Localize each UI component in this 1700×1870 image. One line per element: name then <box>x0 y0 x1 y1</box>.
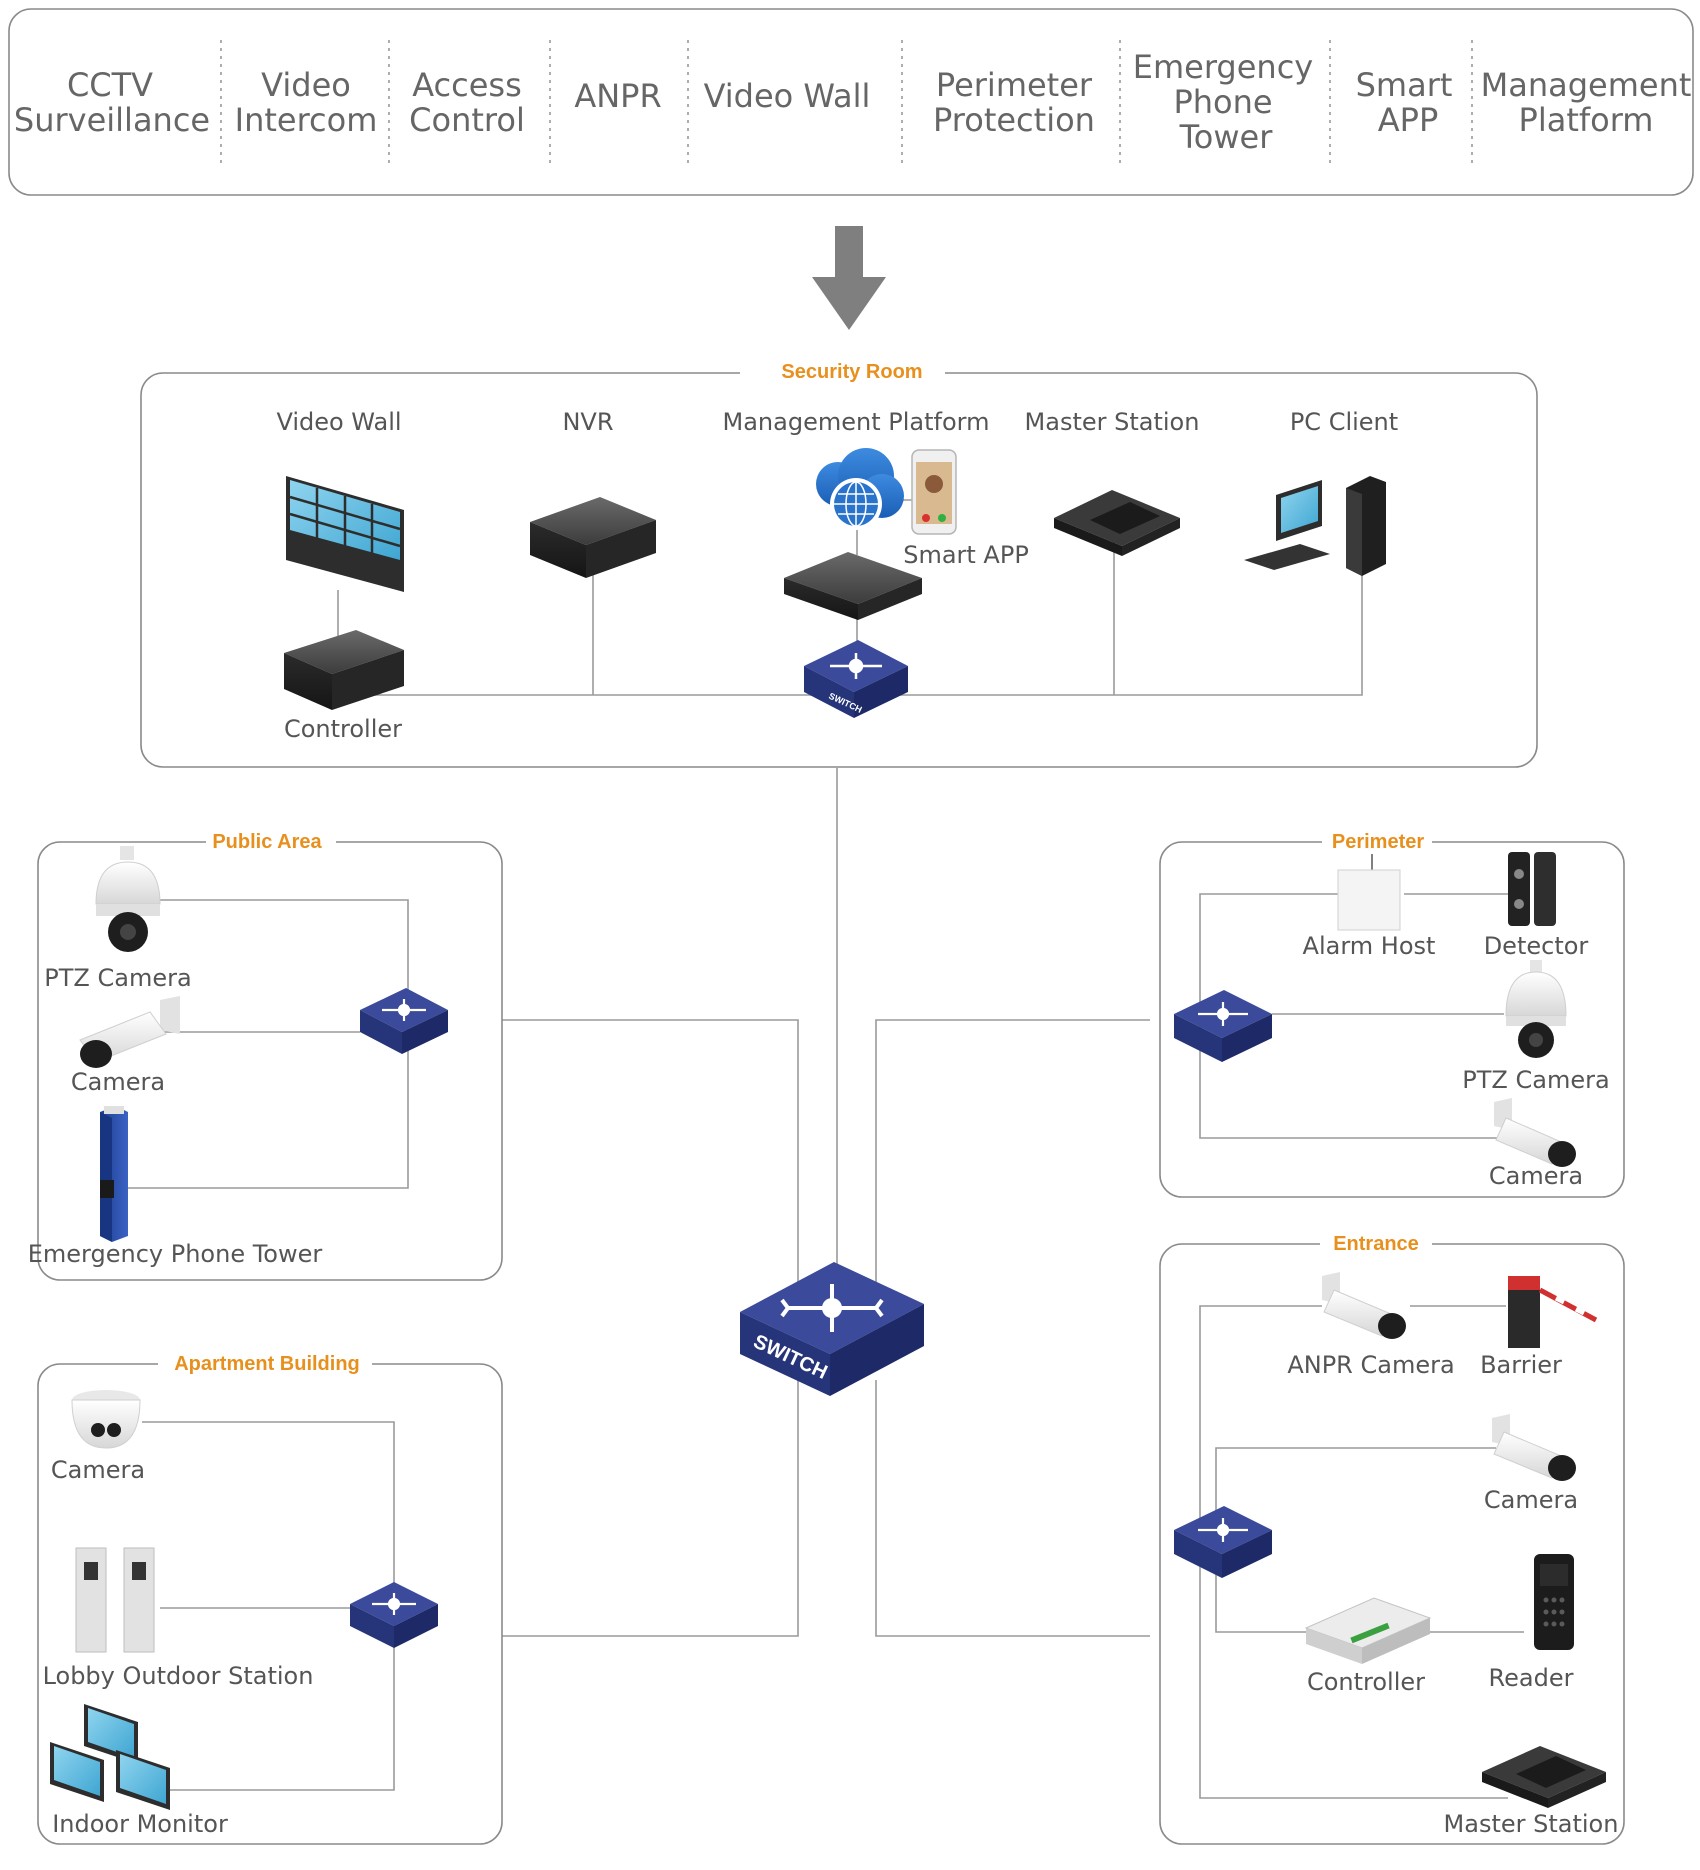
security-room-zone: Security Room Video Wall NVR Management … <box>140 360 1538 768</box>
label-master-station: Master Station <box>1025 408 1200 436</box>
label-camera: Camera <box>71 1068 165 1096</box>
label-lobby-outdoor-station: Lobby Outdoor Station <box>43 1662 314 1690</box>
emergency-phone-tower-icon <box>100 1106 128 1242</box>
wire-perimeter-to-core <box>875 1019 1150 1290</box>
header-item-anpr: ANPR <box>574 77 661 115</box>
zone-title-security-room: Security Room <box>781 361 922 383</box>
label-alarm-host: Alarm Host <box>1303 932 1436 960</box>
label-controller: Controller <box>284 715 402 743</box>
cloud-icon <box>816 448 904 530</box>
apartment-building-zone: Apartment Building Camera Lobby Outdoor … <box>37 1352 503 1845</box>
pc-client-icon <box>1244 476 1386 576</box>
switch-apartment-icon <box>350 1582 438 1648</box>
switch-public-area-icon <box>360 988 448 1054</box>
label-management-platform: Management Platform <box>723 408 990 436</box>
core-switch-icon: SWITCH <box>740 1262 924 1396</box>
card-reader-icon <box>1534 1554 1574 1650</box>
label-camera: Camera <box>1489 1162 1583 1190</box>
access-controller-icon <box>1304 1597 1432 1664</box>
dome-camera-icon <box>71 1390 141 1449</box>
master-station-icon <box>1482 1746 1606 1808</box>
zone-title-apartment-building: Apartment Building <box>174 1353 360 1375</box>
switch-entrance-icon <box>1174 1506 1272 1578</box>
label-emergency-phone-tower: Emergency Phone Tower <box>28 1240 323 1268</box>
camera-icon <box>1494 1098 1576 1167</box>
label-ptz-camera: PTZ Camera <box>44 964 191 992</box>
entrance-zone: Entrance ANPR Camera Barrier Camera Cont… <box>1159 1232 1625 1845</box>
switch-security-room-icon: SWITCH <box>804 640 908 718</box>
label-indoor-monitor: Indoor Monitor <box>52 1810 228 1838</box>
ptz-camera-icon <box>1505 960 1567 1058</box>
label-smart-app: Smart APP <box>903 541 1029 569</box>
zone-title-gap <box>740 360 945 386</box>
detector-icon <box>1508 852 1556 926</box>
zone-title-public-area: Public Area <box>212 831 322 853</box>
smartphone-icon <box>911 449 957 535</box>
perimeter-zone: Perimeter Alarm Host Detector PTZ Camera… <box>1159 830 1625 1198</box>
label-master-station: Master Station <box>1444 1810 1619 1838</box>
barrier-icon <box>1508 1276 1598 1348</box>
label-camera: Camera <box>51 1456 145 1484</box>
security-bus-wire <box>340 562 1363 696</box>
zone-title-gap <box>1320 1232 1432 1258</box>
indoor-monitor-icon <box>50 1704 170 1810</box>
down-arrow-icon <box>812 226 886 330</box>
camera-icon <box>1492 1414 1576 1481</box>
controller-icon <box>284 630 404 710</box>
zone-title-gap <box>1322 830 1432 856</box>
zone-title-gap <box>158 1352 372 1378</box>
label-ptz-camera: PTZ Camera <box>1462 1066 1609 1094</box>
wire-apartment-to-core <box>502 1380 799 1637</box>
anpr-camera-icon <box>1322 1272 1406 1339</box>
alarm-host-icon <box>1337 854 1401 931</box>
backbone-wires <box>502 768 1150 1637</box>
wire-entrance-to-core <box>875 1380 1150 1637</box>
zone-title-entrance: Entrance <box>1333 1233 1419 1255</box>
label-nvr: NVR <box>562 408 613 436</box>
label-detector: Detector <box>1484 932 1589 960</box>
label-reader: Reader <box>1489 1664 1574 1692</box>
label-video-wall: Video Wall <box>276 408 401 436</box>
switch-perimeter-icon <box>1174 990 1272 1062</box>
camera-icon <box>79 996 180 1068</box>
zone-title-perimeter: Perimeter <box>1332 831 1424 853</box>
header-frame <box>8 8 1694 196</box>
label-camera: Camera <box>1484 1486 1578 1514</box>
platform-server-icon <box>784 552 922 620</box>
video-wall-icon <box>286 476 404 592</box>
master-station-icon <box>1054 490 1180 556</box>
lobby-outdoor-station-icon <box>75 1547 155 1653</box>
public-area-zone: Public Area PTZ Camera Camera Emergency … <box>28 830 503 1281</box>
header-item-video-wall: Video Wall <box>704 77 871 115</box>
wire-public-to-core <box>502 1019 799 1290</box>
zone-title-gap <box>206 830 336 856</box>
label-barrier: Barrier <box>1480 1351 1562 1379</box>
label-anpr-camera: ANPR Camera <box>1287 1351 1454 1379</box>
label-pc-client: PC Client <box>1290 408 1398 436</box>
ptz-camera-icon <box>95 846 161 952</box>
nvr-icon <box>530 497 656 578</box>
label-controller: Controller <box>1307 1668 1425 1696</box>
